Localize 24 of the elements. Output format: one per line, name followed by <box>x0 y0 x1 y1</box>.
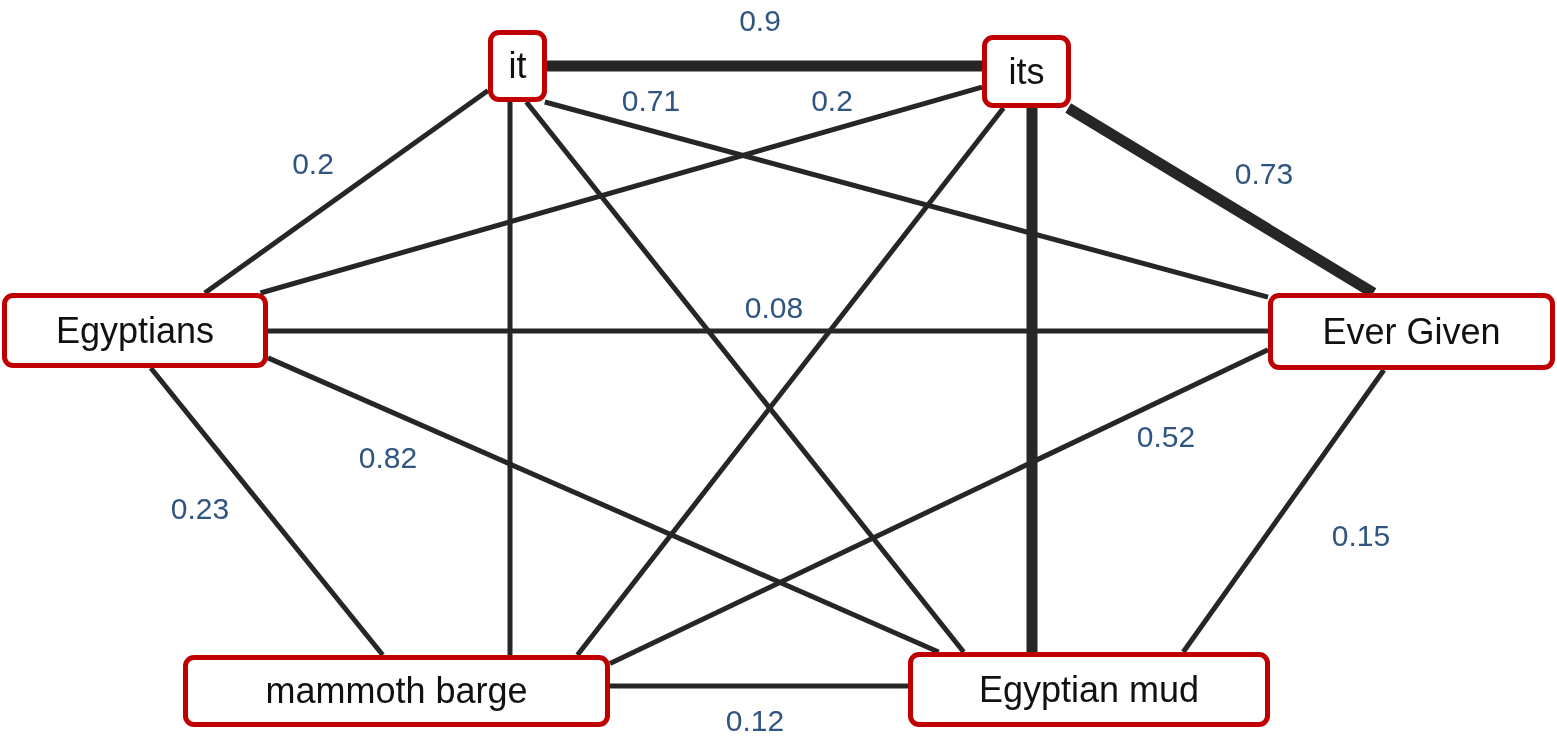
connector-line <box>610 683 908 689</box>
connector-line <box>547 60 982 72</box>
connector-line <box>259 84 983 296</box>
term-label: Ever Given <box>1322 310 1501 353</box>
term-label: mammoth barge <box>265 670 528 712</box>
connector-line <box>1026 108 1038 652</box>
connector-line <box>268 328 1268 334</box>
term-label: it <box>508 45 527 87</box>
term-box <box>488 30 547 102</box>
connector-line <box>575 106 1006 657</box>
term-box <box>982 35 1071 108</box>
connector-line <box>1181 368 1386 654</box>
connector-line <box>148 366 385 657</box>
term-box <box>908 652 1270 727</box>
connector-line <box>608 347 1270 666</box>
connector-line <box>507 102 513 655</box>
term-label: its <box>1008 50 1045 93</box>
connector-line <box>524 100 966 654</box>
term-box <box>1268 293 1555 370</box>
term-box <box>2 293 268 368</box>
term-label: Egyptians <box>55 309 215 352</box>
term-box <box>183 655 610 727</box>
connector-line <box>544 99 1269 300</box>
term-label: Egyptian mud <box>978 668 1200 711</box>
